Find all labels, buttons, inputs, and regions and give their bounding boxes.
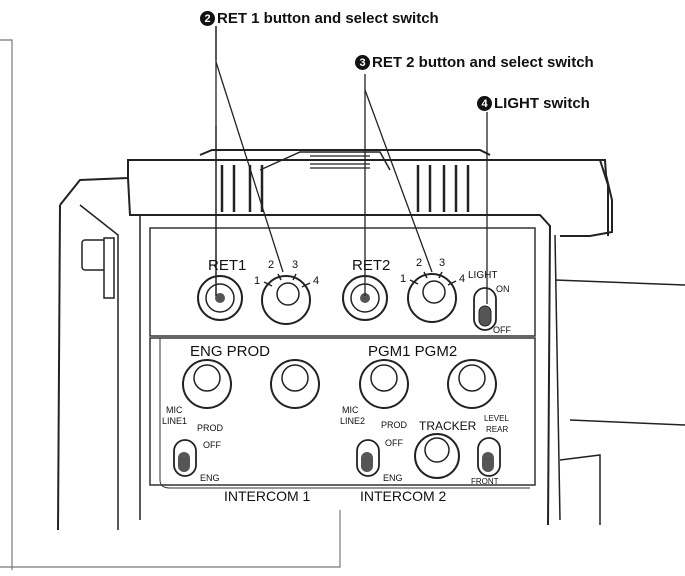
- light-on-label: ON: [496, 284, 510, 294]
- tracker-label: TRACKER: [419, 419, 477, 433]
- ret1-pos-4: 4: [313, 275, 319, 287]
- ret1-select-switch[interactable]: [261, 273, 311, 325]
- callout-light-text: LIGHT switch: [494, 95, 590, 112]
- ret2-select-switch[interactable]: [407, 271, 457, 323]
- callout-ret1-text: RET 1 button and select switch: [217, 10, 439, 27]
- lower-panel-inner: [159, 338, 530, 489]
- pgm2-knob[interactable]: [447, 359, 497, 409]
- upper-panel: [149, 227, 536, 337]
- level-label: LEVEL: [484, 414, 509, 423]
- mic-line2-bottom: LINE2: [340, 416, 365, 426]
- callout-number-2: 2: [200, 11, 215, 26]
- off2-label: OFF: [385, 438, 403, 448]
- ret1-pos-2: 2: [268, 259, 274, 271]
- left-frame-line: [0, 39, 13, 570]
- prod-knob[interactable]: [270, 359, 320, 409]
- ret2-pos-4: 4: [459, 273, 465, 285]
- mic-line1-bottom: LINE1: [162, 416, 187, 426]
- intercom1-mic-switch[interactable]: [173, 439, 197, 477]
- callout-ret2-text: RET 2 button and select switch: [372, 54, 594, 71]
- front-label: FRONT: [471, 477, 499, 486]
- ret1-label: RET1: [208, 257, 246, 274]
- ret2-pos-1: 1: [400, 273, 406, 285]
- light-label: LIGHT: [468, 270, 497, 281]
- prod2-label: PROD: [381, 420, 408, 430]
- ret2-button[interactable]: [342, 275, 388, 321]
- eng1-label: ENG: [200, 473, 220, 483]
- eng-knob[interactable]: [182, 359, 232, 409]
- ret1-pos-1: 1: [254, 275, 260, 287]
- callout-ret2: 3 RET 2 button and select switch: [355, 54, 594, 71]
- eng-prod-label: ENG PROD: [190, 343, 270, 360]
- callout-light: 4 LIGHT switch: [477, 95, 590, 112]
- off1-label: OFF: [203, 440, 221, 450]
- callout-ret1: 2 RET 1 button and select switch: [200, 10, 439, 27]
- intercom1-label: INTERCOM 1: [224, 488, 311, 504]
- ret2-pos-3: 3: [439, 257, 445, 269]
- mic-line2-top: MIC: [342, 405, 359, 415]
- callout-number-4: 4: [477, 96, 492, 111]
- prod1-label: PROD: [197, 423, 224, 433]
- rear-label: REAR: [486, 425, 508, 434]
- level-switch[interactable]: [477, 437, 501, 477]
- bottom-leader-line: [0, 510, 341, 568]
- tracker-knob[interactable]: [414, 433, 460, 479]
- ret1-button[interactable]: [197, 275, 243, 321]
- light-off-label: OFF: [493, 325, 511, 335]
- lower-panel: [149, 337, 536, 486]
- ret2-label: RET2: [352, 257, 390, 274]
- pgm1-knob[interactable]: [359, 359, 409, 409]
- light-switch[interactable]: [473, 287, 497, 331]
- callout-leaders: [215, 26, 488, 304]
- eng2-label: ENG: [383, 473, 403, 483]
- intercom2-mic-switch[interactable]: [356, 439, 380, 477]
- intercom2-label: INTERCOM 2: [360, 488, 447, 504]
- ret1-pos-3: 3: [292, 259, 298, 271]
- side-knob: [81, 237, 115, 299]
- top-ribs: [220, 165, 470, 212]
- pgm-label: PGM1 PGM2: [368, 343, 457, 360]
- callout-number-3: 3: [355, 55, 370, 70]
- ret2-pos-2: 2: [416, 257, 422, 269]
- mic-line1-top: MIC: [166, 405, 183, 415]
- top-vent-slots: [310, 155, 370, 169]
